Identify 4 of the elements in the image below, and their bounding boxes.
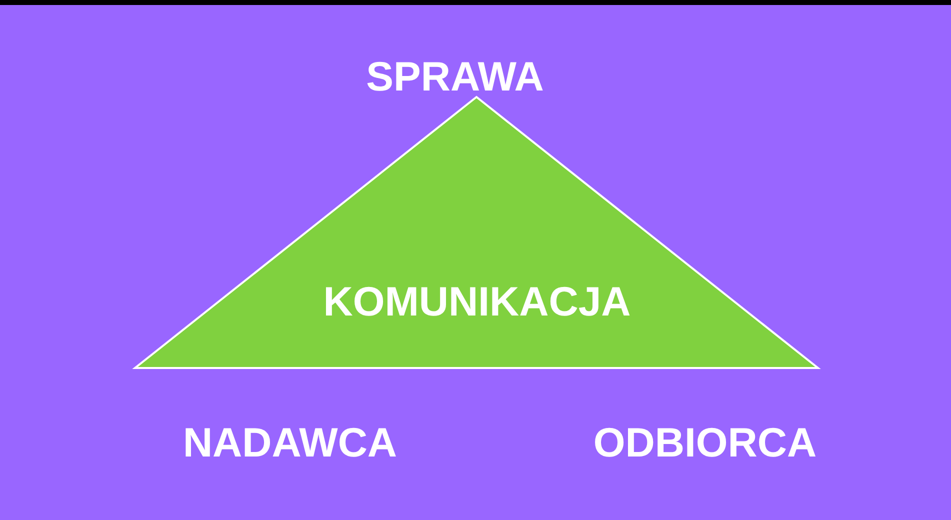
vertex-label: ODBIORCA bbox=[593, 422, 817, 464]
node-label: KOMUNIKACJA bbox=[323, 282, 631, 322]
vertex-label: SPRAWA bbox=[366, 56, 544, 98]
vertex-label: NADAWCA bbox=[182, 422, 398, 464]
